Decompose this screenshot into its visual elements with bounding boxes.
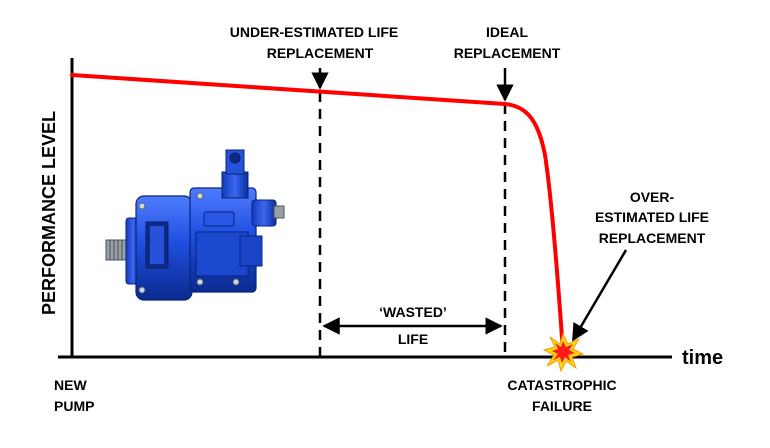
new-pump-label-line1: NEW bbox=[54, 377, 87, 393]
failure-label-line1: CATASTROPHIC bbox=[507, 377, 616, 393]
under-estimated-label-line1: UNDER-ESTIMATED LIFE bbox=[230, 24, 399, 40]
over-estimated-arrow bbox=[571, 249, 628, 342]
x-axis-label: time bbox=[682, 347, 723, 369]
wasted-label-line1: ‘WASTED’ bbox=[379, 304, 447, 320]
performance-curve bbox=[70, 73, 565, 354]
new-pump-label-line2: PUMP bbox=[54, 398, 94, 414]
explosion-burst-icon bbox=[542, 332, 585, 373]
over-estimated-label-line3: REPLACEMENT bbox=[599, 230, 706, 246]
ideal-label-line1: IDEAL bbox=[486, 24, 528, 40]
failure-label-line2: FAILURE bbox=[532, 398, 592, 414]
over-estimated-label-line1: OVER- bbox=[630, 189, 675, 205]
over-estimated-label-line2: ESTIMATED LIFE bbox=[595, 209, 709, 225]
ideal-label-line2: REPLACEMENT bbox=[454, 45, 561, 61]
under-estimated-label-line2: REPLACEMENT bbox=[267, 45, 374, 61]
y-axis-label: PERFORMANCE LEVEL bbox=[39, 111, 59, 315]
hydraulic-pump-image bbox=[105, 149, 285, 301]
wasted-label-line2: LIFE bbox=[398, 331, 428, 347]
